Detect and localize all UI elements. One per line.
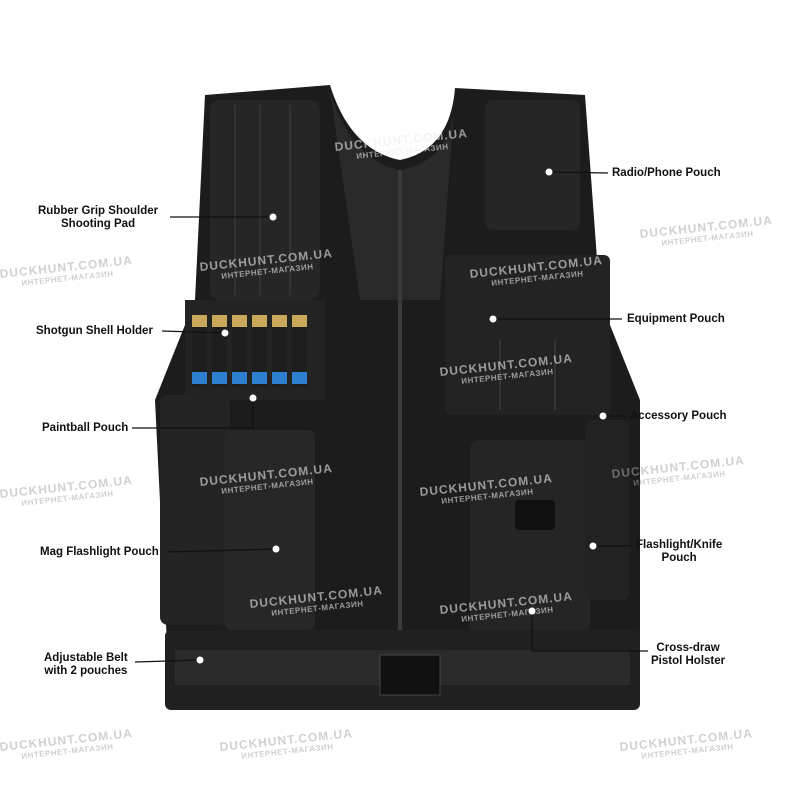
label-paintball-pouch: Paintball Pouch — [42, 422, 129, 434]
shell-blue — [252, 372, 267, 384]
shell-brass — [232, 315, 247, 327]
shell-blue — [292, 372, 307, 384]
shell-brass — [272, 315, 287, 327]
shell-brass — [212, 315, 227, 327]
label-line: Shooting Pad — [61, 218, 136, 230]
label-accessory-pouch: Accessory Pouch — [630, 410, 727, 422]
label-line: Rubber Grip Shoulder — [38, 205, 159, 217]
label-line: Pouch — [661, 552, 697, 564]
shell-blue — [212, 372, 227, 384]
shell-brass — [252, 315, 267, 327]
shell-brass — [192, 315, 207, 327]
shell-blue — [272, 372, 287, 384]
label-shell-holder: Shotgun Shell Holder — [36, 325, 153, 337]
label-line: Pistol Holster — [651, 655, 726, 667]
label-mag-flashlight-pouch: Mag Flashlight Pouch — [40, 546, 159, 558]
shell-brass — [292, 315, 307, 327]
label-line: Adjustable Belt — [44, 652, 128, 664]
label-line: Flashlight/Knife — [636, 539, 723, 551]
label-equipment-pouch: Equipment Pouch — [627, 313, 725, 325]
shell-blue — [192, 372, 207, 384]
label-line: Cross-draw — [656, 642, 720, 654]
label-line: with 2 pouches — [44, 665, 128, 677]
shell-blue — [232, 372, 247, 384]
label-radio-pouch: Radio/Phone Pouch — [612, 167, 721, 179]
